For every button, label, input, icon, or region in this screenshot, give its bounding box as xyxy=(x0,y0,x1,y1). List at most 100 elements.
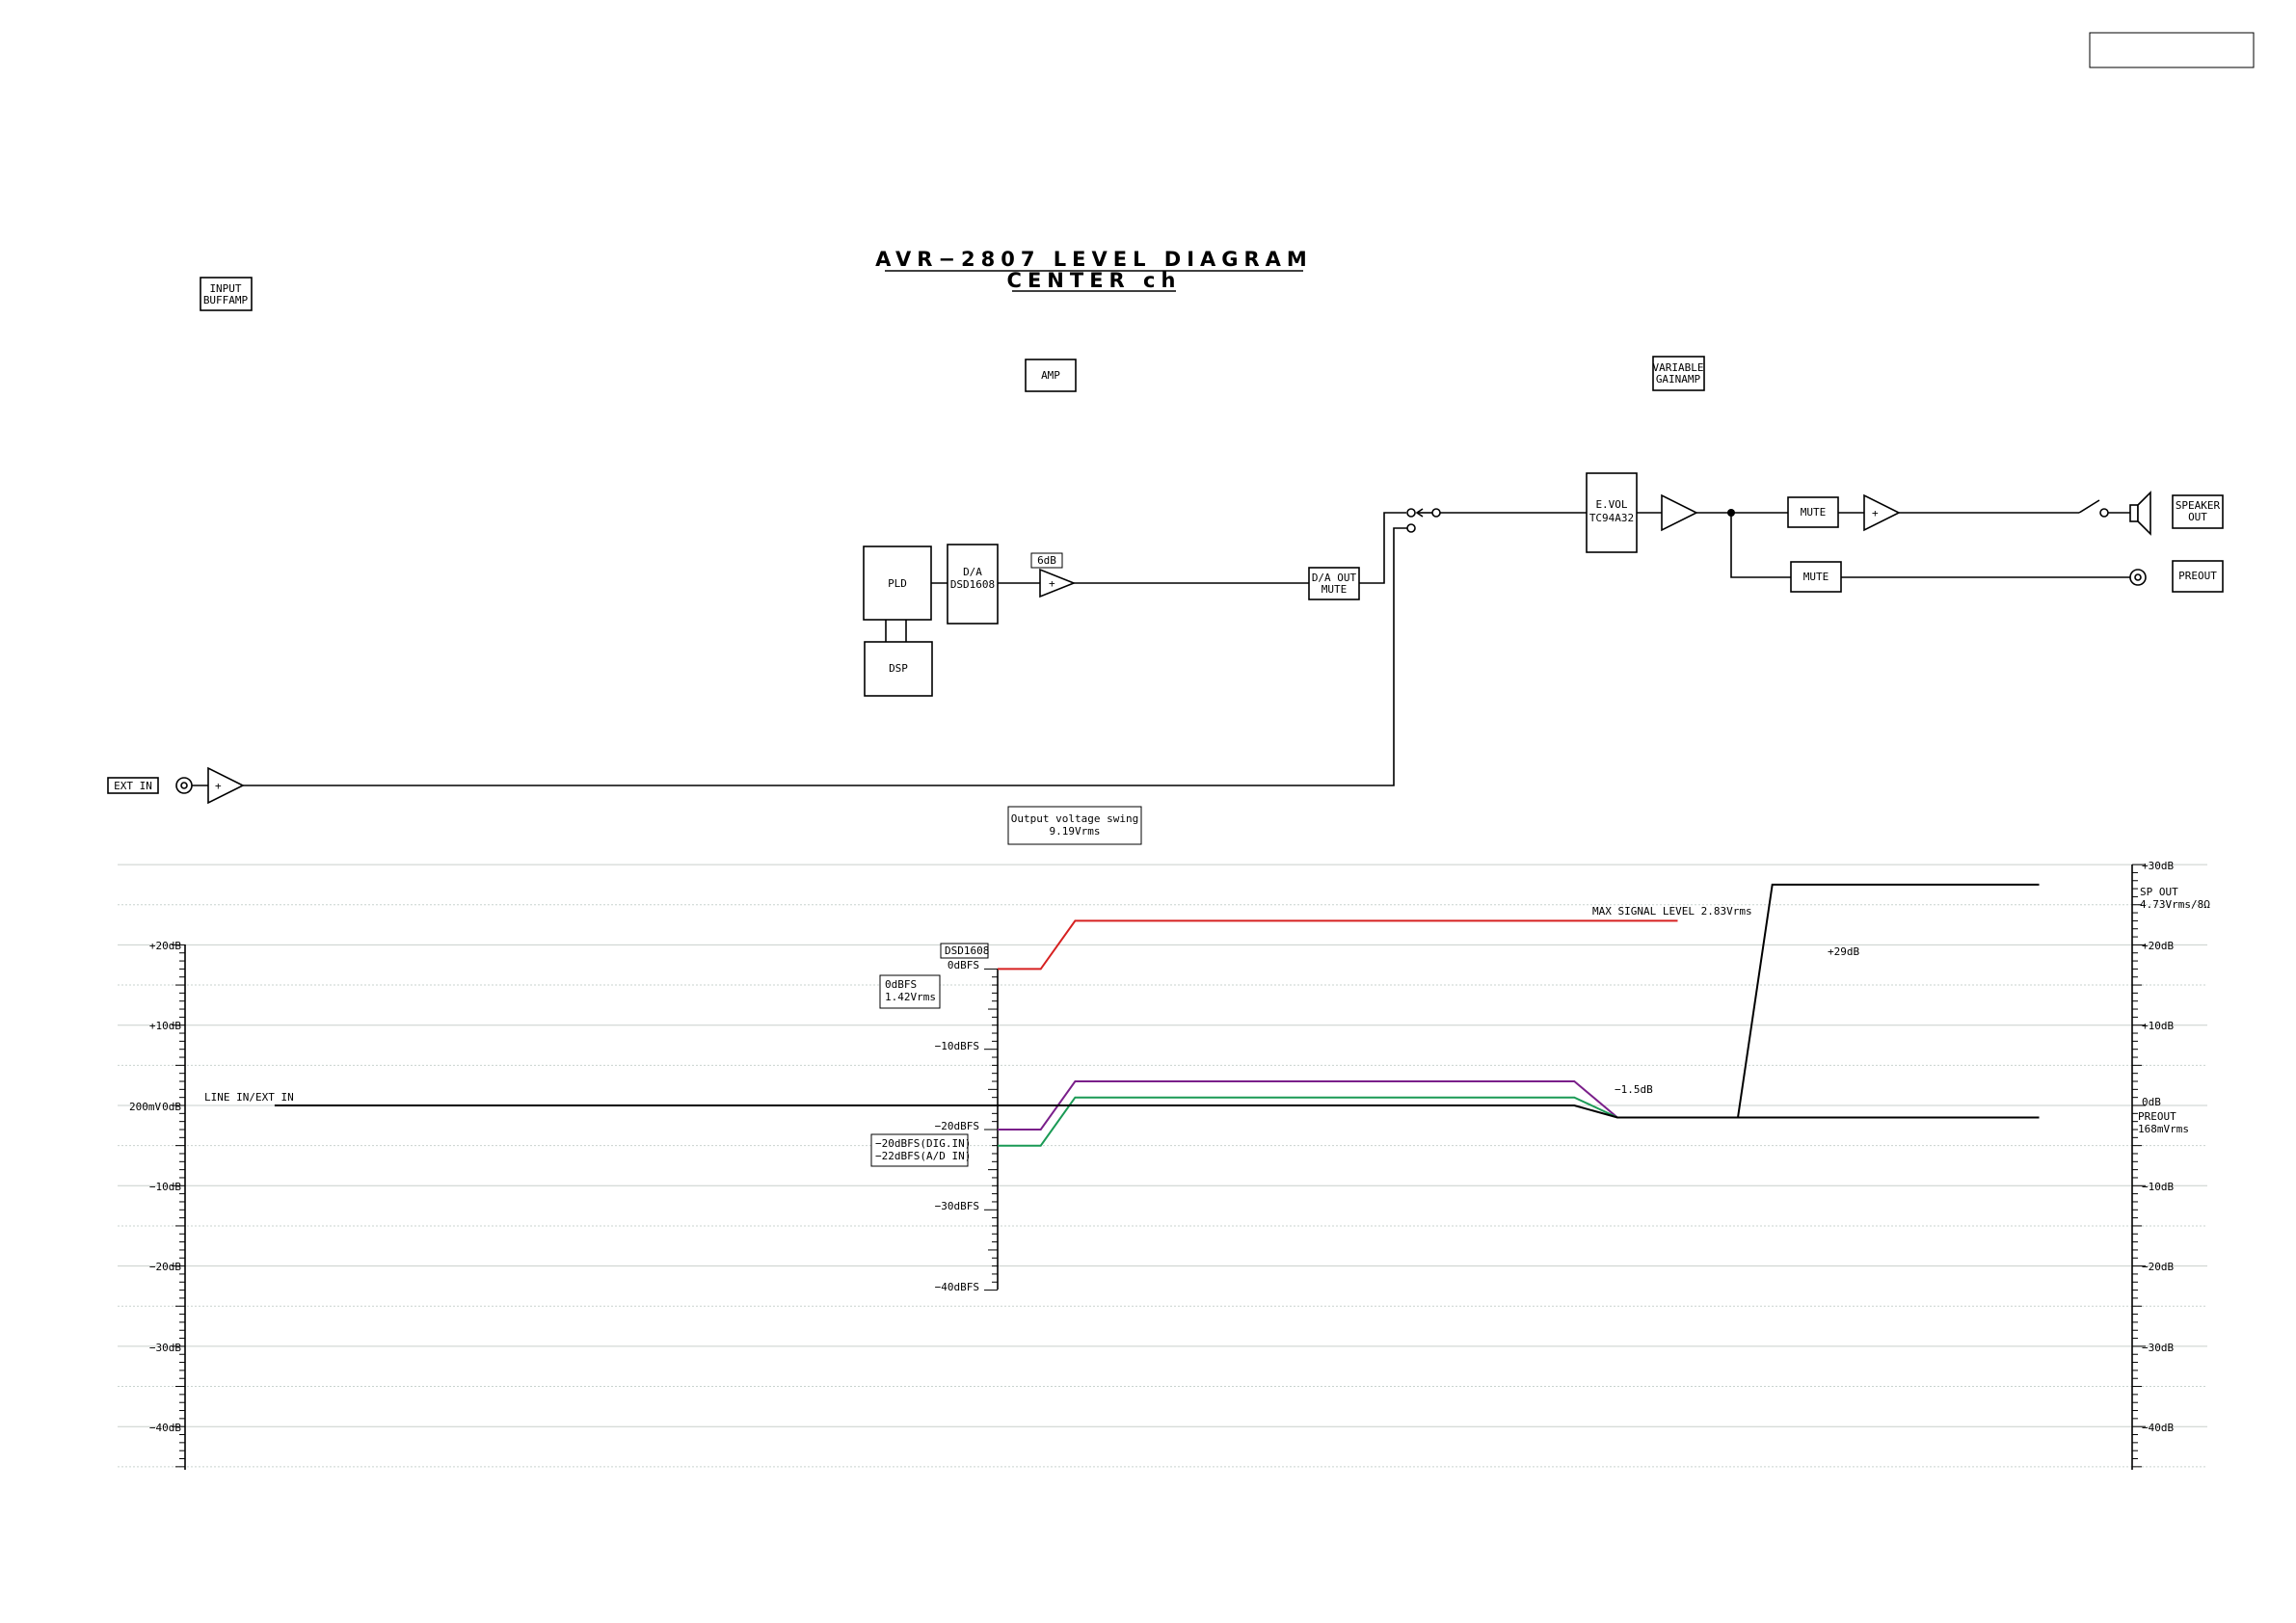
left-tick-label: 0dB xyxy=(162,1101,181,1113)
svg-text:168mVrms: 168mVrms xyxy=(2138,1123,2189,1135)
svg-text:GAINAMP: GAINAMP xyxy=(1656,373,1701,386)
pld-dsp-link xyxy=(885,620,907,642)
svg-text:MUTE: MUTE xyxy=(1322,583,1348,596)
output-voltage-swing-note: Output voltage swing 9.19Vrms xyxy=(1007,806,1142,845)
level-series-line xyxy=(998,1080,1618,1131)
left-tick-label: −10dB xyxy=(149,1181,181,1193)
svg-text:BUFFAMP: BUFFAMP xyxy=(203,294,249,306)
level-gridlines xyxy=(118,864,2207,1468)
minus-1-5db-label: −1.5dB xyxy=(1615,1083,1653,1096)
right-axis-labels: +30dB +20dB +10dB −10dB −20dB −30dB −40d… xyxy=(2142,860,2174,1434)
svg-text:Output voltage swing: Output voltage swing xyxy=(1011,812,1138,825)
dbfs-tick-label: −10dBFS xyxy=(935,1040,979,1052)
svg-text:1.42Vrms: 1.42Vrms xyxy=(885,991,936,1003)
dbfs-axis-labels: 0dBFS −10dBFS −20dBFS −30dBFS −40dBFS xyxy=(935,959,979,1293)
svg-text:AMP: AMP xyxy=(1041,369,1060,382)
svg-text:PLD: PLD xyxy=(888,577,907,590)
svg-text:4.73Vrms/8Ω: 4.73Vrms/8Ω xyxy=(2140,898,2210,911)
svg-text:+: + xyxy=(1872,507,1879,519)
left-axis-labels: +20dB +10dB 0dB −10dB −20dB −30dB −40dB xyxy=(149,940,181,1434)
power-amp-triangle-icon: + xyxy=(1863,493,1901,532)
level-series-line xyxy=(998,919,1678,971)
right-tick-label: +20dB xyxy=(2142,940,2174,952)
svg-text:SPEAKER: SPEAKER xyxy=(2176,499,2221,512)
input-buffamp-triangle-icon: + xyxy=(207,766,245,805)
left-tick-label: +10dB xyxy=(149,1020,181,1032)
svg-text:SP OUT: SP OUT xyxy=(2140,886,2178,898)
amp-triangle-icon: + xyxy=(1039,568,1077,599)
svg-text:INPUT: INPUT xyxy=(209,282,241,295)
svg-text:+: + xyxy=(215,780,222,792)
right-tick-label: −40dB xyxy=(2142,1422,2174,1434)
speaker-icon xyxy=(2129,491,2151,536)
gainamp-triangle-icon xyxy=(1661,493,1698,532)
dbfs-tick-label: −20dBFS xyxy=(935,1120,979,1132)
preout-jack-icon xyxy=(2129,569,2147,586)
mute-block-2: MUTE xyxy=(1790,561,1842,593)
left-axis-ticks xyxy=(172,944,185,1468)
svg-text:VARIABLE: VARIABLE xyxy=(1653,361,1704,374)
svg-text:9.19Vrms: 9.19Vrms xyxy=(1050,825,1101,838)
odbfs-note: 0dBFS 1.42Vrms xyxy=(879,974,941,1009)
variable-gainamp-label: VARIABLE GAINAMP xyxy=(1652,356,1705,391)
title-block-frame xyxy=(2089,32,2255,68)
dsd1608-note: DSD1608 xyxy=(940,943,989,959)
sp-out-level-label: SP OUT 4.73Vrms/8Ω xyxy=(2140,886,2210,911)
svg-text:MUTE: MUTE xyxy=(1801,506,1827,519)
right-tick-label: −10dB xyxy=(2142,1181,2174,1193)
level-series-line xyxy=(274,883,2040,1119)
level-series-line xyxy=(998,1096,1618,1147)
line-in-ext-in-label: LINE IN/EXT IN xyxy=(204,1091,294,1104)
left-tick-label: −40dB xyxy=(149,1422,181,1434)
svg-text:DSD1608: DSD1608 xyxy=(950,578,995,591)
input-selector-switch-icon xyxy=(1406,508,1441,533)
svg-text:−20dBFS(DIG.IN): −20dBFS(DIG.IN) xyxy=(875,1137,971,1150)
preout-level-label: 0dB PREOUT 168mVrms xyxy=(2138,1096,2189,1135)
gain-6db-label: 6dB xyxy=(1030,552,1063,569)
mute-block-1: MUTE xyxy=(1787,496,1839,528)
svg-text:PREOUT: PREOUT xyxy=(2178,570,2217,582)
dbfs-axis-ticks xyxy=(984,968,998,1291)
junction-to-preout-mute-wire xyxy=(1730,513,1791,578)
svg-text:OUT: OUT xyxy=(2188,511,2207,523)
ref-200mv-label: 200mV xyxy=(129,1101,161,1113)
svg-text:6dB: 6dB xyxy=(1037,554,1056,567)
svg-text:MUTE: MUTE xyxy=(1803,571,1829,583)
svg-text:0dB: 0dB xyxy=(2142,1096,2161,1108)
left-tick-label: −30dB xyxy=(149,1342,181,1354)
ext-in-label: EXT IN xyxy=(107,777,159,794)
svg-text:DSD1608: DSD1608 xyxy=(945,945,989,957)
right-tick-label: +30dB xyxy=(2142,860,2174,872)
diagram-subtitle: CENTER ch xyxy=(1007,269,1182,292)
right-axis-ticks xyxy=(2132,864,2146,1468)
dsp-block: DSP xyxy=(864,641,933,697)
preout-label: PREOUT xyxy=(2172,560,2224,593)
dac-mute-to-switch-wire xyxy=(1359,512,1406,584)
right-tick-label: −20dB xyxy=(2142,1261,2174,1273)
svg-text:0dBFS: 0dBFS xyxy=(885,978,917,991)
plus-29db-label: +29dB xyxy=(1828,945,1859,958)
dbfs-tick-label: −30dBFS xyxy=(935,1200,979,1212)
svg-text:D/A: D/A xyxy=(963,566,982,578)
svg-text:−22dBFS(A/D IN): −22dBFS(A/D IN) xyxy=(875,1150,971,1162)
svg-text:DSP: DSP xyxy=(889,662,908,675)
svg-text:PREOUT: PREOUT xyxy=(2138,1110,2176,1123)
input-buffamp-label: INPUT BUFFAMP xyxy=(200,277,253,311)
evol-block: E.VOL TC94A32 xyxy=(1586,472,1638,553)
svg-text:E.VOL: E.VOL xyxy=(1595,498,1627,511)
diagram-title: AVR−2807 LEVEL DIAGRAM xyxy=(875,248,1313,271)
left-tick-label: −20dB xyxy=(149,1261,181,1273)
amp-label: AMP xyxy=(1025,359,1077,392)
level-series xyxy=(274,883,2040,1147)
pld-block: PLD xyxy=(863,545,932,621)
da-out-mute-block: D/A OUT MUTE xyxy=(1308,567,1360,600)
svg-text:D/A OUT: D/A OUT xyxy=(1312,572,1357,584)
speaker-relay-icon xyxy=(2078,499,2130,518)
right-tick-label: −30dB xyxy=(2142,1342,2174,1354)
da-converter-block: D/A DSD1608 xyxy=(947,544,999,625)
dbfs-tick-label: −40dBFS xyxy=(935,1281,979,1293)
right-tick-label: +10dB xyxy=(2142,1020,2174,1032)
dbfs-tick-label: 0dBFS xyxy=(948,959,979,971)
ext-in-to-switch-wire xyxy=(243,527,1407,786)
dbfs-input-levels-note: −20dBFS(DIG.IN) −22dBFS(A/D IN) xyxy=(870,1133,971,1167)
